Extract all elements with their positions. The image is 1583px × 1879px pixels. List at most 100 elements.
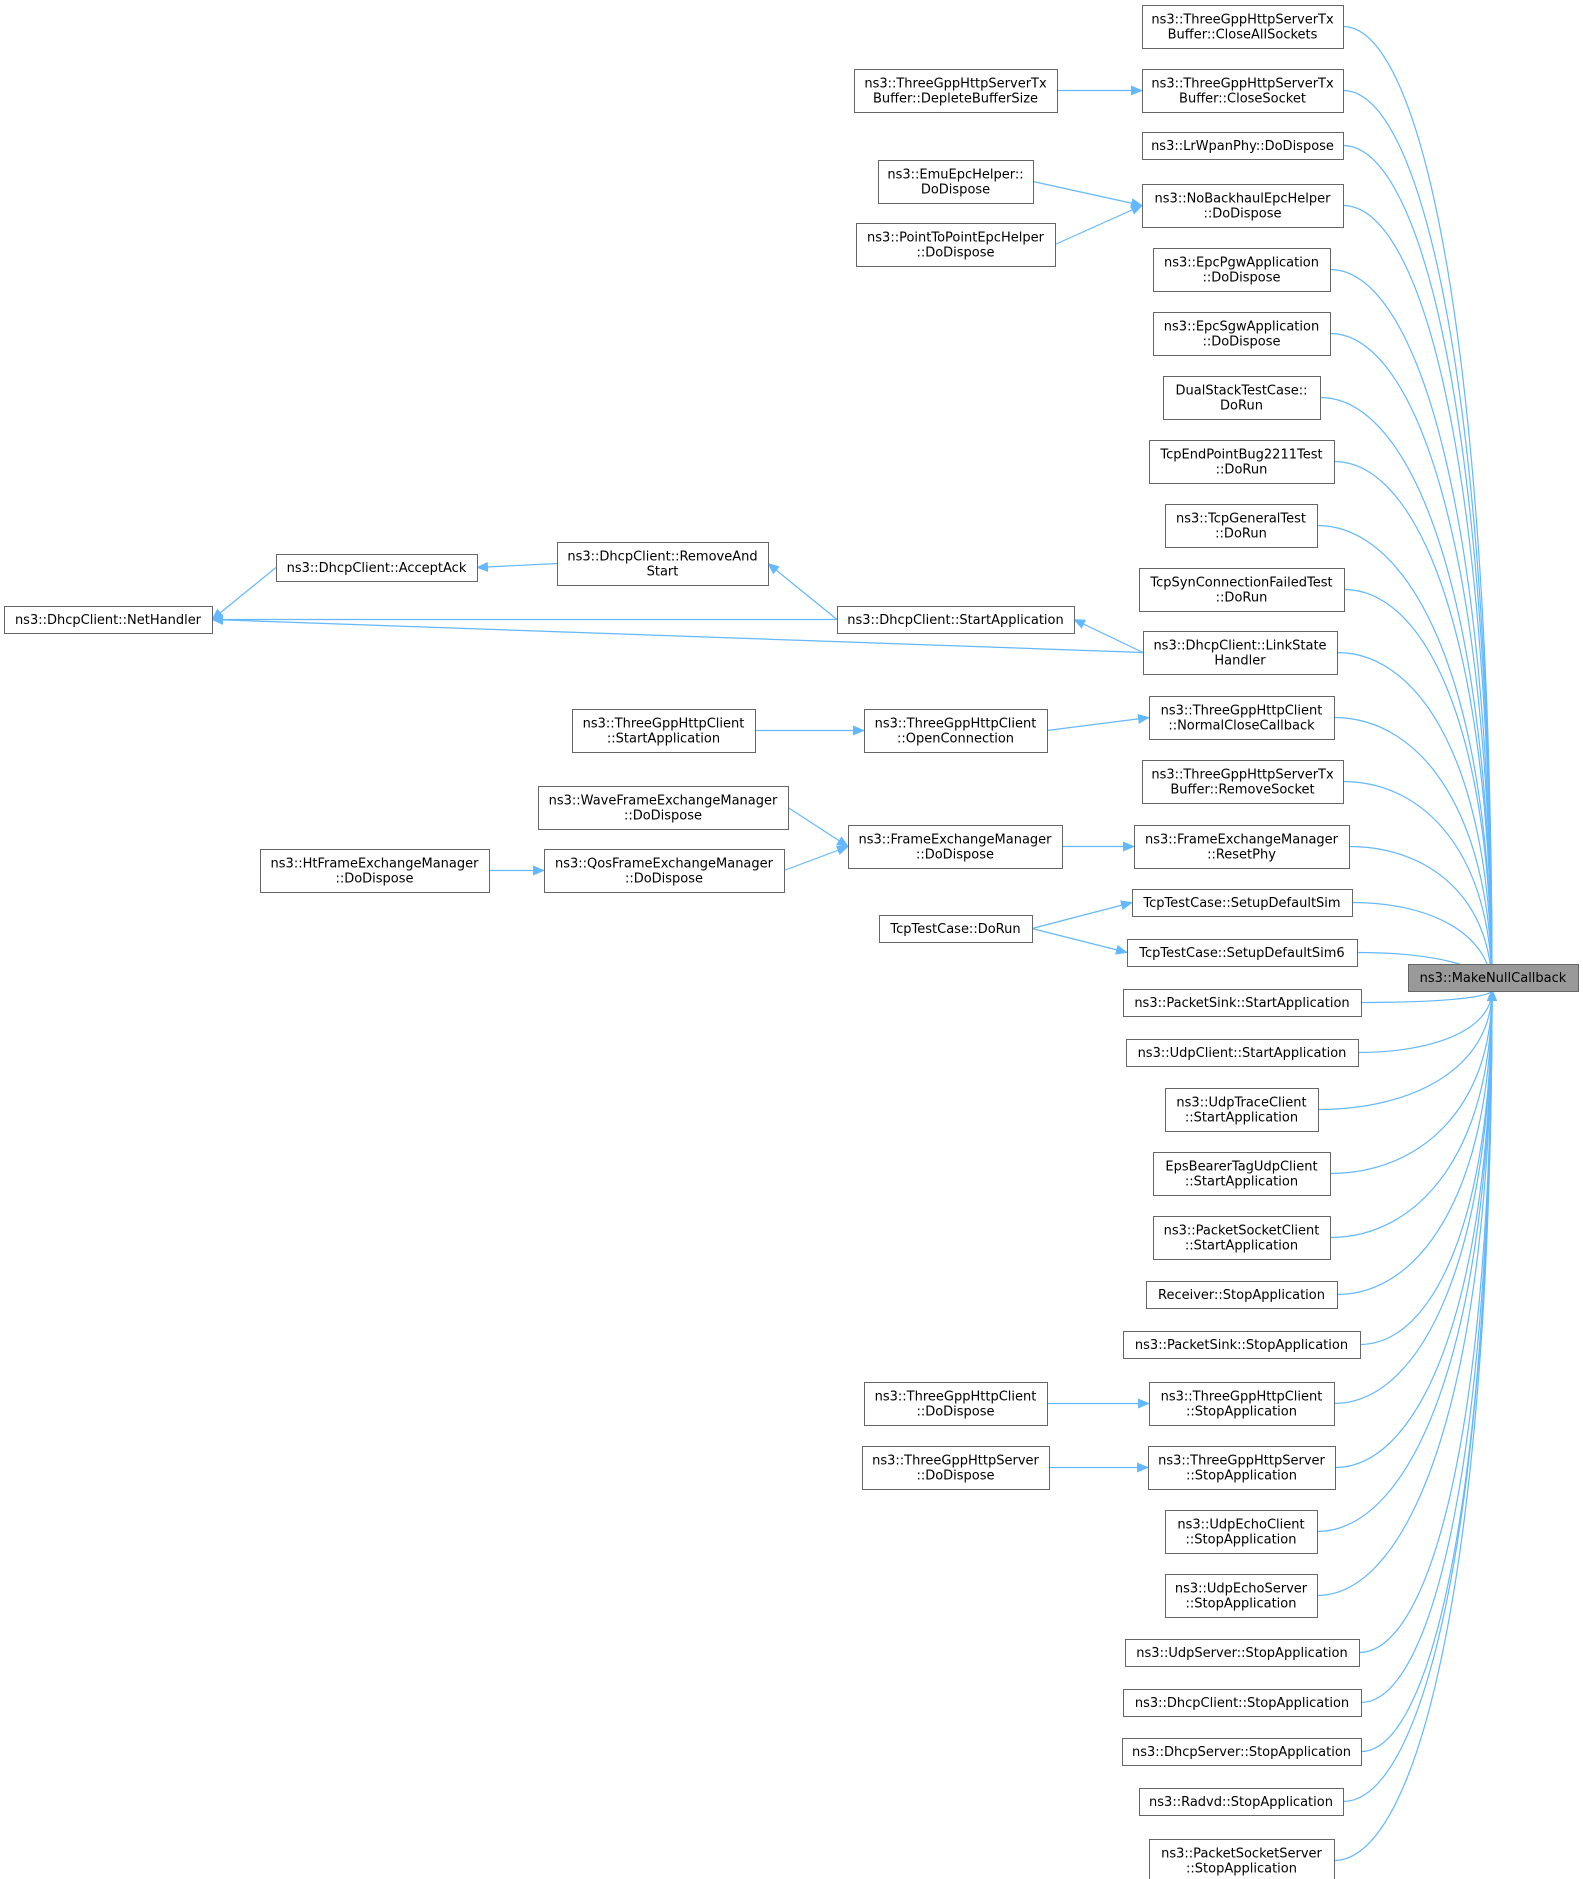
node-label-line: ::StopApplication (1186, 1469, 1297, 1484)
edge-resetPhy-to-root (1348, 845, 1497, 991)
node-tgServerStop[interactable]: ns3::ThreeGppHttpServer::StopApplication (1148, 1446, 1336, 1490)
node-box (572, 709, 756, 753)
node-label-line: ::NormalCloseCallback (1168, 719, 1315, 734)
edge-waveFem-to-femDispose (787, 806, 849, 848)
node-root[interactable]: ns3::MakeNullCallback (1408, 964, 1579, 992)
node-pktSockServerStop[interactable]: ns3::PacketSocketServer::StopApplication (1149, 1839, 1335, 1879)
node-label-line: ns3::DhcpClient::RemoveAnd (567, 550, 757, 565)
node-label-line: ns3::EpcPgwApplication (1164, 256, 1319, 271)
node-label-line: Buffer::DepleteBufferSize (873, 92, 1038, 107)
node-label-line: ns3::WaveFrameExchangeManager (549, 794, 778, 809)
node-label-line: ::StopApplication (1186, 1862, 1297, 1877)
node-label-line: ::ResetPhy (1207, 848, 1276, 863)
edge-epcPgw-to-root (1329, 268, 1497, 991)
node-box (1165, 1574, 1318, 1618)
node-box (856, 223, 1056, 267)
edge-linkState-to-root (1336, 651, 1497, 991)
node-box (1122, 1738, 1362, 1766)
edge-tcpEndPoint-to-root (1333, 460, 1497, 991)
edge-closeAll-to-root (1342, 25, 1497, 991)
node-epcSgw[interactable]: ns3::EpcSgwApplication::DoDispose (1153, 312, 1331, 356)
node-box (1153, 1152, 1331, 1196)
node-udpEchoServerStop[interactable]: ns3::UdpEchoServer::StopApplication (1165, 1574, 1318, 1618)
node-receiverStop[interactable]: Receiver::StopApplication (1146, 1281, 1338, 1309)
node-acceptAck[interactable]: ns3::DhcpClient::AcceptAck (276, 554, 478, 582)
node-box (1165, 1510, 1318, 1554)
node-box (1149, 1382, 1335, 1426)
node-tgClientStop[interactable]: ns3::ThreeGppHttpClient::StopApplication (1149, 1382, 1335, 1426)
edge-normalClose-to-root (1333, 716, 1497, 991)
node-dhcpStartApp[interactable]: ns3::DhcpClient::StartApplication (837, 606, 1075, 634)
node-box (1142, 760, 1344, 804)
node-label-line: ns3::MakeNullCallback (1420, 971, 1567, 986)
node-epsBearer[interactable]: EpsBearerTagUdpClient::StartApplication (1153, 1152, 1331, 1196)
node-tgHttpClientStart[interactable]: ns3::ThreeGppHttpClient::StartApplicatio… (572, 709, 756, 753)
node-box (837, 606, 1075, 634)
node-tcpGeneral[interactable]: ns3::TcpGeneralTest::DoRun (1165, 504, 1318, 548)
node-label-line: ns3::PacketSink::StopApplication (1135, 1338, 1348, 1353)
node-closeAll[interactable]: ns3::ThreeGppHttpServerTxBuffer::CloseAl… (1142, 5, 1344, 49)
node-femDispose[interactable]: ns3::FrameExchangeManager::DoDispose (848, 825, 1063, 869)
node-openConn[interactable]: ns3::ThreeGppHttpClient::OpenConnection (864, 709, 1048, 753)
node-label-line: DoDispose (921, 183, 990, 198)
node-label-line: ::DoDispose (916, 848, 994, 863)
node-box (1165, 504, 1318, 548)
node-label-line: ns3::EmuEpcHelper:: (887, 168, 1023, 183)
node-pktSinkStop[interactable]: ns3::PacketSink::StopApplication (1123, 1331, 1361, 1359)
node-label-line: EpsBearerTagUdpClient (1165, 1160, 1317, 1175)
node-udpEchoClientStop[interactable]: ns3::UdpEchoClient::StopApplication (1165, 1510, 1318, 1554)
node-label-line: ::DoDispose (916, 1405, 994, 1420)
node-label-line: ns3::ThreeGppHttpServerTx (864, 77, 1047, 92)
node-label-line: ::DoDispose (335, 872, 413, 887)
node-label-line: ::OpenConnection (897, 732, 1014, 747)
node-dualStack[interactable]: DualStackTestCase::DoRun (1163, 376, 1321, 420)
node-tcpTestDoRun[interactable]: TcpTestCase::DoRun (879, 915, 1033, 943)
edge-lrwpan-to-root (1342, 144, 1497, 991)
node-label-line: ns3::TcpGeneralTest (1176, 512, 1306, 527)
node-netHandler[interactable]: ns3::DhcpClient::NetHandler (4, 606, 213, 634)
node-closeSocket[interactable]: ns3::ThreeGppHttpServerTxBuffer::CloseSo… (1142, 69, 1344, 113)
node-label-line: ns3::PacketSocketClient (1164, 1224, 1320, 1239)
node-label-line: TcpTestCase::SetupDefaultSim6 (1138, 946, 1344, 961)
node-label-line: ns3::ThreeGppHttpServerTx (1151, 77, 1334, 92)
node-radvdStop[interactable]: ns3::Radvd::StopApplication (1139, 1788, 1344, 1816)
node-label-line: ::StartApplication (1185, 1111, 1298, 1126)
node-pktSinkStart[interactable]: ns3::PacketSink::StartApplication (1123, 989, 1362, 1017)
node-box (1143, 631, 1338, 675)
node-udpTraceStart[interactable]: ns3::UdpTraceClient::StartApplication (1165, 1088, 1319, 1132)
node-label-line: ::StartApplication (1185, 1175, 1298, 1190)
node-udpClientStart[interactable]: ns3::UdpClient::StartApplication (1126, 1039, 1359, 1067)
node-dhcpClientStop[interactable]: ns3::DhcpClient::StopApplication (1123, 1689, 1362, 1717)
node-qosFem[interactable]: ns3::QosFrameExchangeManager::DoDispose (544, 849, 785, 893)
node-dhcpServerStop[interactable]: ns3::DhcpServer::StopApplication (1122, 1738, 1362, 1766)
node-label-line: ns3::DhcpServer::StopApplication (1132, 1745, 1351, 1760)
node-label-line: Receiver::StopApplication (1158, 1288, 1325, 1303)
node-udpServerStop[interactable]: ns3::UdpServer::StopApplication (1125, 1639, 1360, 1667)
node-lrwpan[interactable]: ns3::LrWpanPhy::DoDispose (1142, 132, 1344, 160)
node-box (878, 160, 1034, 204)
node-tgServerDispose[interactable]: ns3::ThreeGppHttpServer::DoDispose (862, 1446, 1050, 1490)
node-pktSockClientStart[interactable]: ns3::PacketSocketClient::StartApplicatio… (1153, 1216, 1331, 1260)
node-label-line: ns3::ThreeGppHttpClient (875, 1390, 1037, 1405)
node-tcpEndPoint[interactable]: TcpEndPointBug2211Test::DoRun (1149, 440, 1335, 484)
node-depleteBuffer[interactable]: ns3::ThreeGppHttpServerTxBuffer::Deplete… (854, 69, 1058, 113)
node-removeSocket[interactable]: ns3::ThreeGppHttpServerTxBuffer::RemoveS… (1142, 760, 1344, 804)
node-waveFem[interactable]: ns3::WaveFrameExchangeManager::DoDispose (538, 786, 789, 830)
node-p2pEpc[interactable]: ns3::PointToPointEpcHelper::DoDispose (856, 223, 1056, 267)
node-resetPhy[interactable]: ns3::FrameExchangeManager::ResetPhy (1134, 825, 1350, 869)
edge-epcSgw-to-root (1329, 332, 1497, 991)
node-emuEpc[interactable]: ns3::EmuEpcHelper::DoDispose (878, 160, 1034, 204)
node-normalClose[interactable]: ns3::ThreeGppHttpClient::NormalCloseCall… (1149, 696, 1335, 740)
edge-tcpTestDoRun-to-setupSim (1031, 900, 1133, 930)
node-setupSim[interactable]: TcpTestCase::SetupDefaultSim (1132, 889, 1353, 917)
node-tgClientDispose[interactable]: ns3::ThreeGppHttpClient::DoDispose (864, 1382, 1048, 1426)
node-label-line: ns3::HtFrameExchangeManager (271, 857, 480, 872)
node-htFem[interactable]: ns3::HtFrameExchangeManager::DoDispose (260, 849, 490, 893)
node-label-line: ns3::LrWpanPhy::DoDispose (1151, 139, 1334, 154)
node-epcPgw[interactable]: ns3::EpcPgwApplication::DoDispose (1153, 248, 1331, 292)
node-setupSim6[interactable]: TcpTestCase::SetupDefaultSim6 (1127, 939, 1358, 967)
node-noBackhaul[interactable]: ns3::NoBackhaulEpcHelper::DoDispose (1142, 184, 1344, 228)
node-tcpSynFail[interactable]: TcpSynConnectionFailedTest::DoRun (1139, 568, 1345, 612)
